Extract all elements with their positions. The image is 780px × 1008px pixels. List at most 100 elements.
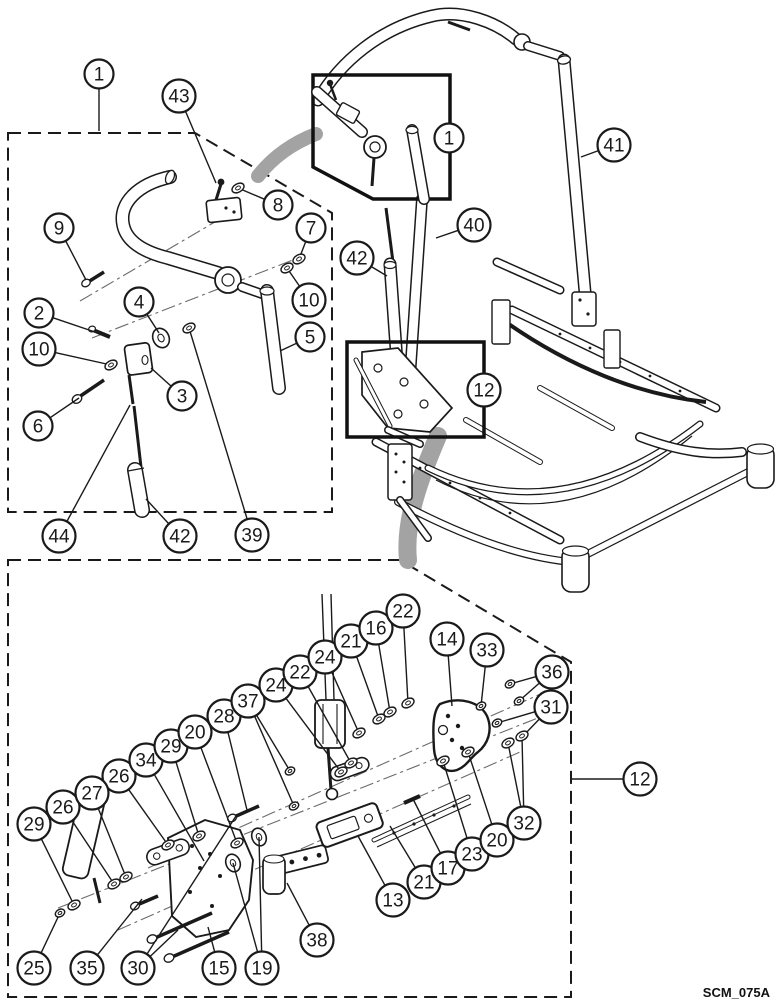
callout-20: 20: [177, 714, 244, 849]
callout-8: 8: [231, 182, 294, 221]
svg-text:31: 31: [540, 698, 561, 719]
svg-text:39: 39: [241, 526, 262, 547]
callout-43: 43: [161, 78, 217, 184]
clamp-block: [205, 196, 243, 224]
callout-26: 26: [45, 789, 121, 890]
callout-42: 42: [145, 498, 198, 554]
callout-14: 14: [429, 621, 465, 707]
callout-33: 33: [469, 632, 505, 711]
callout-42: 42: [339, 240, 388, 277]
callout-1: 1: [83, 58, 115, 131]
svg-text:6: 6: [33, 417, 44, 438]
svg-text:38: 38: [306, 931, 327, 952]
callout-24: 24: [307, 639, 366, 739]
callout-13: 13: [357, 835, 411, 918]
callout-22: 22: [282, 654, 358, 769]
svg-text:35: 35: [76, 959, 97, 980]
callout-5: 5: [279, 321, 326, 353]
svg-text:24: 24: [314, 648, 336, 669]
svg-text:19: 19: [251, 959, 272, 980]
detail-box-1-outline: [7, 132, 333, 513]
callout-19: 19: [232, 836, 280, 986]
svg-text:25: 25: [23, 959, 44, 980]
armrest-exploded-detail: [71, 169, 299, 518]
svg-text:41: 41: [603, 136, 624, 157]
swoosh-to-detail-1: [251, 127, 323, 183]
svg-text:5: 5: [305, 328, 316, 349]
callout-36: 36: [504, 654, 570, 706]
callout-23: 23: [436, 755, 490, 872]
callout-34: 34: [128, 742, 205, 862]
svg-text:23: 23: [461, 845, 482, 866]
svg-text:42: 42: [169, 527, 190, 548]
svg-text:12: 12: [629, 770, 650, 791]
svg-text:1: 1: [94, 65, 105, 86]
callout-27: 27: [74, 775, 133, 883]
figure-code: SCM_075A: [703, 985, 771, 1000]
svg-text:14: 14: [436, 630, 458, 651]
svg-text:2: 2: [34, 304, 45, 325]
svg-text:24: 24: [265, 676, 287, 697]
svg-text:27: 27: [81, 784, 102, 805]
callout-25: 25: [16, 908, 66, 986]
latch-assembly: [315, 802, 384, 848]
svg-text:33: 33: [476, 641, 497, 662]
callout-6: 6: [22, 397, 80, 442]
detail-box-12-outline: [7, 559, 572, 998]
svg-text:29: 29: [160, 737, 181, 758]
callout-7: 7: [292, 212, 327, 265]
callout-10: 10: [21, 331, 118, 371]
callout-3: 3: [150, 367, 198, 412]
callout-44: 44: [41, 404, 131, 554]
callout-41: 41: [580, 127, 632, 163]
callout-32: 32: [501, 730, 542, 841]
svg-text:1: 1: [444, 129, 455, 150]
callout-39: 39: [182, 322, 270, 553]
svg-text:4: 4: [134, 293, 145, 314]
inset-box-1: [311, 73, 452, 205]
svg-text:37: 37: [237, 692, 258, 713]
callout-30: 30: [120, 815, 237, 986]
callout-9: 9: [43, 212, 87, 281]
svg-text:3: 3: [177, 387, 188, 408]
svg-text:22: 22: [392, 602, 413, 623]
svg-text:10: 10: [28, 340, 49, 361]
svg-text:21: 21: [413, 873, 434, 894]
callout-15: 15: [201, 926, 237, 986]
svg-text:26: 26: [108, 767, 129, 788]
main-assembly: [311, 7, 775, 593]
svg-text:43: 43: [168, 87, 189, 108]
callout-35: 35: [69, 898, 143, 986]
svg-text:13: 13: [382, 891, 403, 912]
svg-text:21: 21: [340, 632, 361, 653]
callout-16: 16: [358, 610, 397, 718]
svg-text:9: 9: [54, 219, 65, 240]
svg-text:40: 40: [463, 216, 484, 237]
svg-text:7: 7: [306, 219, 317, 240]
svg-text:20: 20: [184, 723, 205, 744]
callout-22: 22: [385, 593, 421, 709]
pivot-block: [123, 342, 154, 376]
callout-29: 29: [16, 806, 81, 911]
svg-text:34: 34: [135, 751, 157, 772]
svg-text:16: 16: [365, 619, 386, 640]
svg-text:22: 22: [289, 663, 310, 684]
backrest-bracket: [571, 291, 597, 327]
callout-1: 1: [433, 122, 465, 154]
callout-20: 20: [461, 746, 515, 858]
svg-text:15: 15: [208, 959, 229, 980]
svg-text:32: 32: [513, 814, 534, 835]
svg-text:20: 20: [486, 831, 507, 852]
callout-31: 31: [491, 689, 569, 741]
callout-10: 10: [280, 262, 327, 318]
callout-12: 12: [572, 761, 658, 797]
swoosh-to-detail-12: [398, 427, 447, 569]
callout-38: 38: [286, 882, 335, 958]
callout-37: 37: [230, 683, 300, 811]
svg-text:12: 12: [473, 381, 494, 402]
svg-text:29: 29: [23, 815, 44, 836]
svg-text:28: 28: [213, 707, 234, 728]
svg-text:10: 10: [298, 291, 319, 312]
